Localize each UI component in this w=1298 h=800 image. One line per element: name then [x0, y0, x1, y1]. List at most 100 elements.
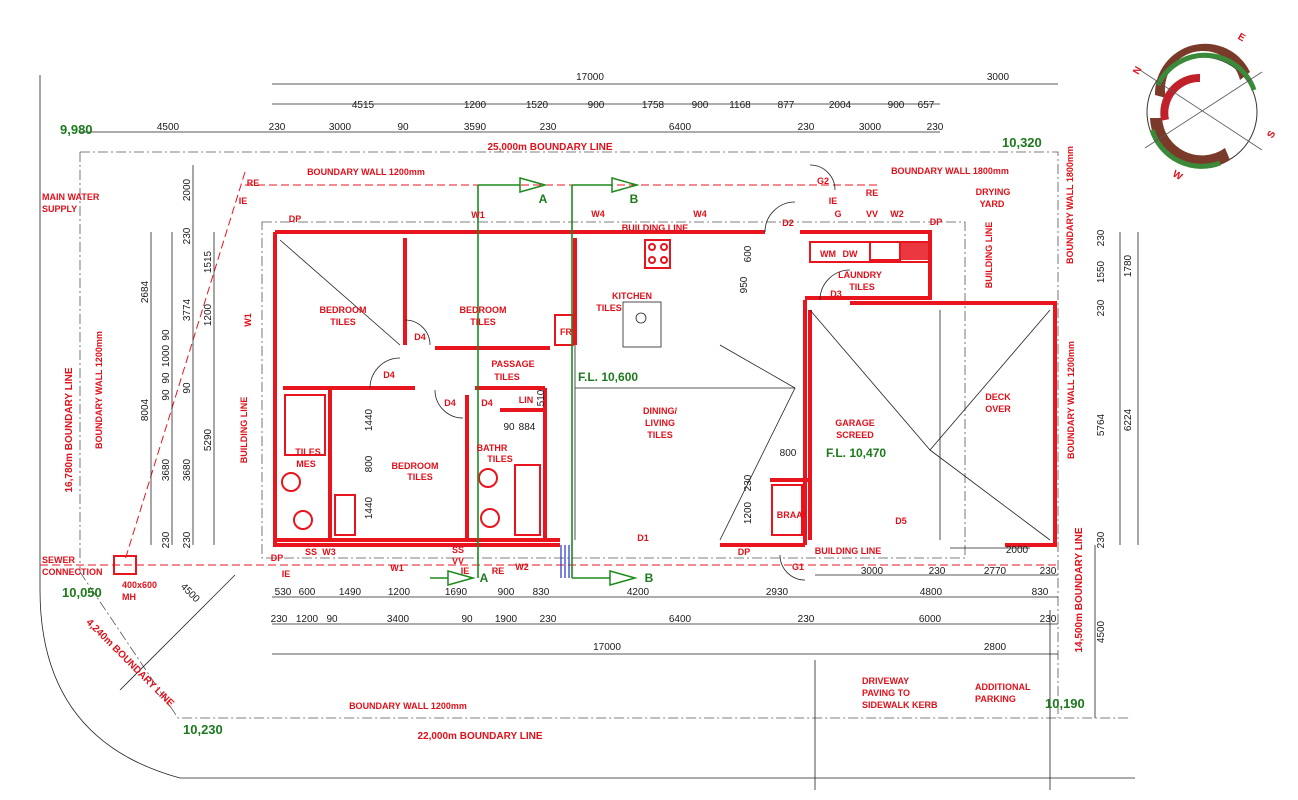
note-driveway-2: PAVING TO: [862, 688, 910, 698]
section-mark-b-top: B: [630, 192, 639, 206]
boundary-top: 25,000m BOUNDARY LINE: [487, 142, 612, 153]
tag-g1: G1: [792, 562, 804, 572]
dim-left-90d: 90: [161, 389, 172, 401]
wall-top: BOUNDARY WALL 1200mm: [307, 167, 425, 177]
dim-parking-width: 2800: [984, 642, 1007, 653]
fixtures: [281, 239, 931, 536]
dim-inner-510: 510: [536, 389, 547, 406]
note-manhole-size: 400x600: [122, 580, 157, 590]
note-sewer: SEWER: [42, 555, 76, 565]
dim-left-2000: 2000: [182, 178, 193, 201]
room-bedroom-2: BEDROOM: [460, 305, 507, 315]
dim-bot-overall: 17000: [593, 642, 621, 653]
dim-inner-800a: 800: [364, 455, 375, 472]
level-top-right: 10,320: [1002, 135, 1042, 150]
dim-top-left-4500: 4500: [157, 122, 180, 133]
dim-bot-r2-2: 1200: [296, 614, 319, 625]
dim-inner-950: 950: [739, 276, 750, 293]
room-laundry: LAUNDRY: [838, 270, 882, 280]
dim-right-1780: 1780: [1123, 254, 1134, 277]
wall-right-top: BOUNDARY WALL 1800mm: [1065, 146, 1075, 264]
boundary-bottom: 22,000m BOUNDARY LINE: [417, 731, 542, 742]
tag-dp-1: DP: [289, 214, 302, 224]
boundary-left: 16,780m BOUNDARY LINE: [64, 367, 75, 492]
dim-top-r2-2: 3000: [329, 122, 352, 133]
walls: [273, 230, 1057, 547]
dim-bot-r1-3: 1490: [339, 587, 362, 598]
dim-top-r1-1: 4515: [352, 100, 375, 111]
tag-vv: VV: [866, 209, 878, 219]
dim-left-5290: 5290: [203, 428, 214, 451]
tag-d5: D5: [895, 516, 907, 526]
building-line-right: BUILDING LINE: [984, 222, 994, 289]
dim-top-r2-6: 6400: [669, 122, 692, 133]
tag-w1-left: W1: [243, 313, 253, 327]
dimension-lines: [80, 83, 1139, 718]
dim-bot-r1-5: 1690: [445, 587, 468, 598]
room-passage-floor: TILES: [494, 372, 520, 382]
level-mid-left: 10,050: [62, 585, 102, 600]
note-main-water: MAIN WATER: [42, 192, 100, 202]
room-fridge: FR: [560, 327, 572, 337]
note-driveway-3: SIDEWALK KERB: [862, 700, 938, 710]
dim-bot-right-3: 2770: [984, 566, 1007, 577]
tag-ss-1: SS: [305, 547, 317, 557]
room-ensuite: MES: [296, 459, 316, 469]
dim-bot-right-4: 230: [1040, 566, 1057, 577]
dim-top-r1-10: 900: [888, 100, 905, 111]
room-ensuite-floor: TILES: [295, 447, 321, 457]
dim-right-4500: 4500: [1096, 620, 1107, 643]
dim-top-r1-3: 1520: [526, 100, 549, 111]
room-deck-over: OVER: [985, 404, 1011, 414]
dim-inner-1440b: 1440: [364, 496, 375, 519]
dim-right-230a: 230: [1096, 229, 1107, 246]
dim-left-90a: 90: [161, 329, 172, 341]
dim-left-1515: 1515: [203, 250, 214, 273]
level-bottom-left: 10,230: [183, 722, 223, 737]
site-boundary: [39, 75, 1135, 790]
service-lines: [40, 171, 1060, 566]
tag-dp-4: DP: [738, 547, 751, 557]
room-bathroom: BATHR: [477, 443, 508, 453]
level-top-left: 9,980: [60, 122, 93, 137]
tag-re-3: RE: [492, 566, 505, 576]
room-dining-floor: TILES: [647, 430, 673, 440]
dim-left-3680a: 3680: [161, 458, 172, 481]
dim-bot-r2-11: 230: [1040, 614, 1057, 625]
room-dw: DW: [843, 249, 858, 259]
floor-level-main: F.L. 10,600: [578, 370, 638, 384]
dim-left-230b: 230: [161, 531, 172, 548]
compass-north: N: [1131, 65, 1144, 77]
room-bedroom-3: BEDROOM: [392, 461, 439, 471]
dim-top-r1-4: 900: [588, 100, 605, 111]
room-kitchen-floor: TILES: [596, 303, 622, 313]
wall-left: BOUNDARY WALL 1200mm: [94, 331, 104, 449]
dim-top-r1-5: 1758: [642, 100, 665, 111]
dim-bot-right-1: 3000: [861, 566, 884, 577]
dim-left-230a: 230: [182, 227, 193, 244]
dim-bot-r2-4: 3400: [387, 614, 410, 625]
dim-inner-600: 600: [743, 245, 754, 262]
tag-w1-bottom: W1: [390, 563, 404, 573]
tag-d4-d: D4: [481, 398, 493, 408]
dim-bot-right-2: 230: [929, 566, 946, 577]
dim-overall-top: 17000: [576, 72, 604, 83]
note-main-water-2: SUPPLY: [42, 204, 77, 214]
dim-bot-r2-9: 230: [798, 614, 815, 625]
dim-bot-r2-8: 6400: [669, 614, 692, 625]
room-drying-yard-2: YARD: [980, 199, 1005, 209]
dim-top-r1-2: 1200: [464, 100, 487, 111]
compass-rose: [1139, 43, 1263, 169]
dim-left-8004: 8004: [140, 398, 151, 421]
dim-inner-1440a: 1440: [364, 408, 375, 431]
dim-overall-top-right: 3000: [987, 72, 1010, 83]
dim-bot-r1-2: 600: [299, 587, 316, 598]
room-bedroom-1-floor: TILES: [330, 317, 356, 327]
dim-bot-r1-9: 2930: [766, 587, 789, 598]
dim-bot-r1-4: 1200: [388, 587, 411, 598]
room-garage-floor: SCREED: [836, 430, 874, 440]
tag-g: G: [834, 209, 841, 219]
room-laundry-floor: TILES: [849, 282, 875, 292]
dim-top-r1-11: 657: [918, 100, 935, 111]
dim-bot-r2-5: 90: [461, 614, 473, 625]
